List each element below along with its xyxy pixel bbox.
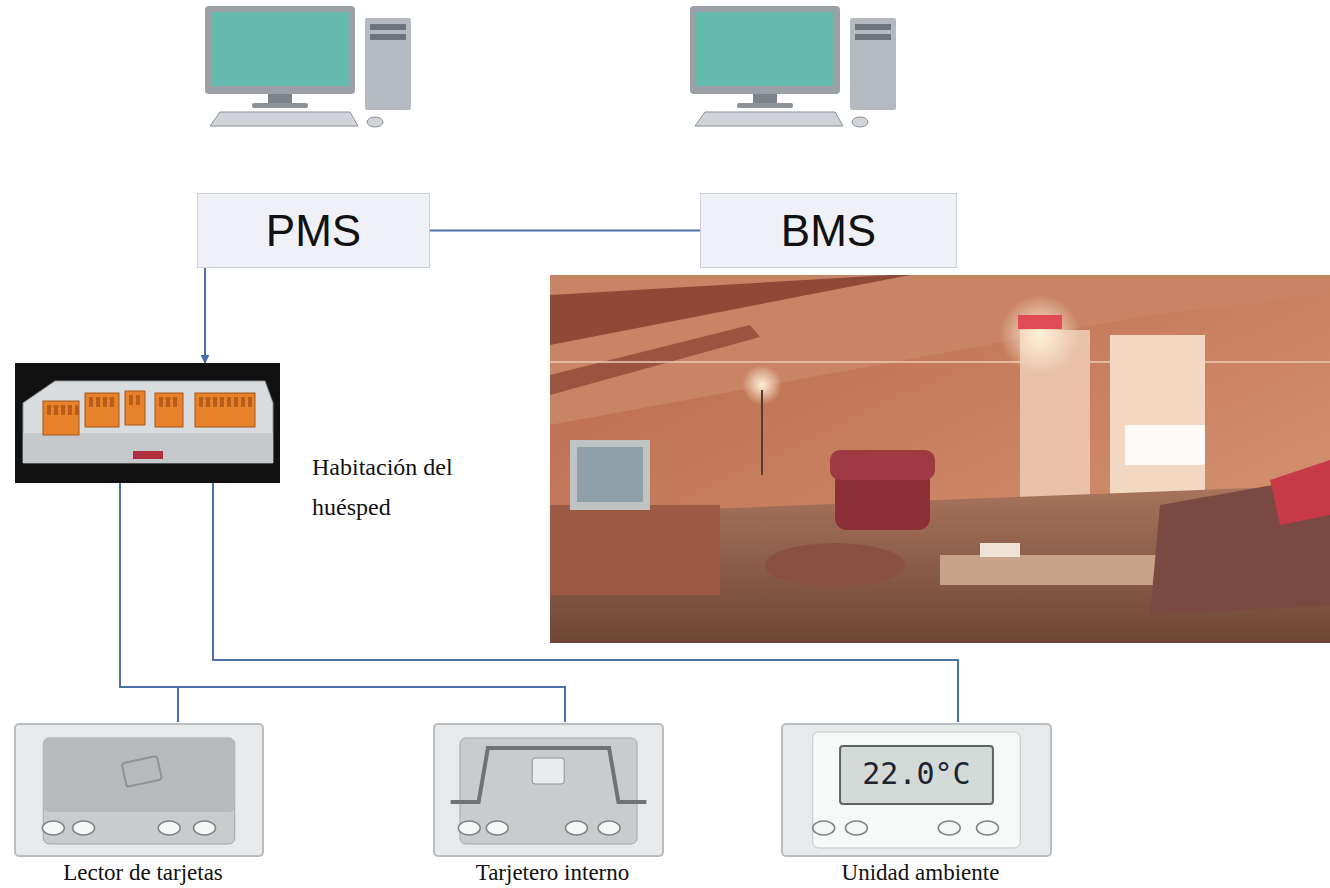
room-device: Lector de tarjetas xyxy=(13,722,273,886)
television xyxy=(570,440,650,510)
tv-cabinet xyxy=(550,505,720,595)
device-caption: Tarjetero interno xyxy=(432,861,673,885)
keyboard xyxy=(210,112,358,126)
monitor-screen xyxy=(211,12,349,86)
system-box: BMS xyxy=(700,193,957,268)
room-photo xyxy=(550,275,1330,643)
coffee-table xyxy=(940,555,1170,585)
connector-arrow xyxy=(204,268,206,363)
computer-illustration xyxy=(200,0,430,135)
sloped-ceiling xyxy=(550,275,1330,425)
bed xyxy=(1125,425,1205,465)
monitor-frame xyxy=(690,6,840,94)
doorway xyxy=(1110,335,1205,510)
ottoman xyxy=(765,543,905,587)
room-label: Habitación del huésped xyxy=(312,447,482,527)
keyboard xyxy=(695,112,843,126)
computer-illustration xyxy=(685,0,915,135)
reader-illustration xyxy=(13,722,265,858)
room-device: Unidad ambiente 22.0°C xyxy=(780,722,1061,886)
holder-illustration xyxy=(432,722,665,858)
device-caption: Lector de tarjetas xyxy=(13,861,273,885)
connector-line xyxy=(430,230,700,232)
device-caption: Unidad ambiente xyxy=(780,861,1061,885)
monitor-screen xyxy=(696,12,834,86)
temperature-reading: 22.0°C xyxy=(840,756,993,791)
monitor-frame xyxy=(205,6,355,94)
system-name: BMS xyxy=(781,206,876,256)
computer-tower xyxy=(850,18,896,110)
room-controller: Habitación del huésped xyxy=(15,363,280,483)
room-device: Tarjetero interno xyxy=(432,722,673,886)
system-name: PMS xyxy=(266,206,361,256)
ctrl-illustration xyxy=(15,363,280,483)
computer-tower xyxy=(365,18,411,110)
system-box: PMS xyxy=(197,193,430,268)
